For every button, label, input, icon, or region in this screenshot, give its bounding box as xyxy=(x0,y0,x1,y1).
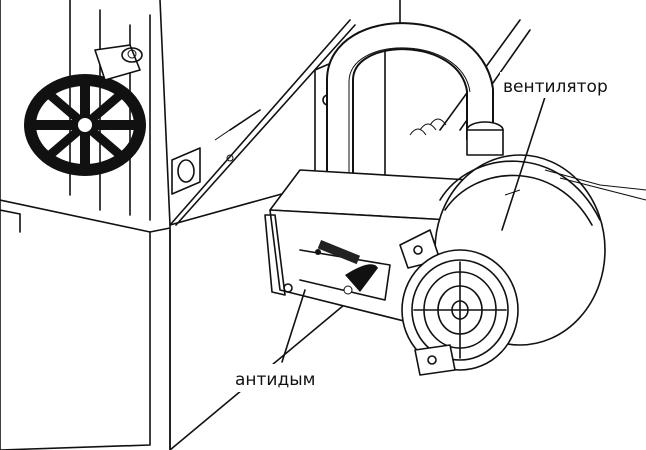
fan-leader xyxy=(501,96,546,231)
antismoke-label: антидым xyxy=(235,370,315,390)
handwheel xyxy=(24,44,146,176)
fan xyxy=(399,154,646,376)
fan-label: вентилятор xyxy=(503,77,608,97)
flap-lever xyxy=(315,240,378,295)
antismoke-leader xyxy=(281,289,306,363)
